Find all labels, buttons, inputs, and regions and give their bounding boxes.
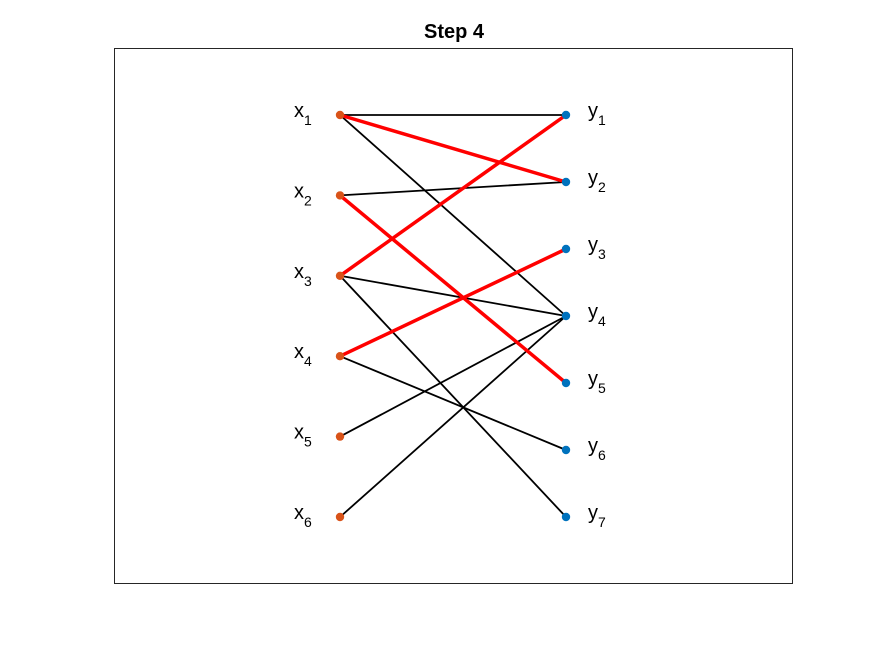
node-label-base: x bbox=[294, 180, 304, 202]
edge-x3-y7 bbox=[339, 274, 567, 518]
node-label-base: y bbox=[588, 368, 598, 390]
node-label-base: y bbox=[588, 167, 598, 189]
node-label-y1: y1 bbox=[588, 100, 606, 128]
node-label-subscript: 6 bbox=[304, 514, 312, 530]
matched-edge-x2-y5 bbox=[338, 193, 568, 385]
matched-edge-x1-y2 bbox=[338, 113, 568, 184]
matched-edge-x4-y3 bbox=[338, 247, 568, 358]
edge-x4-y6 bbox=[339, 355, 567, 451]
node-x5 bbox=[335, 432, 345, 441]
node-x2 bbox=[335, 191, 345, 200]
node-label-y4: y4 bbox=[588, 301, 606, 329]
node-label-subscript: 1 bbox=[304, 112, 312, 128]
node-label-subscript: 5 bbox=[304, 434, 312, 450]
figure-title: Step 4 bbox=[424, 21, 485, 43]
node-label-subscript: 1 bbox=[598, 112, 606, 128]
node-label-subscript: 6 bbox=[598, 447, 606, 463]
node-label-x4: x4 bbox=[294, 341, 312, 369]
node-x1 bbox=[335, 110, 345, 120]
edge-x5-y4 bbox=[339, 315, 567, 438]
node-label-subscript: 4 bbox=[304, 353, 312, 369]
node-label-base: y bbox=[588, 301, 598, 323]
node-label-subscript: 7 bbox=[598, 514, 606, 530]
node-label-x5: x5 bbox=[294, 422, 312, 450]
node-label-x6: x6 bbox=[294, 502, 312, 530]
node-label-subscript: 4 bbox=[598, 313, 606, 329]
node-label-subscript: 2 bbox=[304, 192, 312, 208]
axes-box bbox=[114, 48, 793, 584]
edge-x3-y4 bbox=[339, 274, 567, 317]
node-label-subscript: 2 bbox=[598, 179, 606, 195]
node-label-base: x bbox=[294, 502, 304, 524]
node-label-y3: y3 bbox=[588, 234, 606, 262]
node-label-base: x bbox=[294, 422, 304, 444]
node-y1 bbox=[561, 110, 571, 120]
node-label-subscript: 5 bbox=[598, 380, 606, 396]
edges-layer bbox=[338, 113, 568, 518]
node-label-base: y bbox=[588, 100, 598, 122]
node-label-base: y bbox=[588, 435, 598, 457]
node-label-subscript: 3 bbox=[304, 273, 312, 289]
node-label-base: y bbox=[588, 234, 598, 256]
node-label-y6: y6 bbox=[588, 435, 606, 463]
node-label-y7: y7 bbox=[588, 502, 606, 530]
node-y7 bbox=[561, 512, 571, 522]
node-y4 bbox=[561, 311, 571, 321]
matched-edge-x3-y1 bbox=[338, 113, 568, 278]
node-label-base: x bbox=[294, 341, 304, 363]
node-label-base: x bbox=[294, 100, 304, 122]
node-label-base: y bbox=[588, 502, 598, 524]
node-x3 bbox=[335, 271, 345, 280]
edge-x1-y4 bbox=[339, 114, 567, 317]
node-label-x2: x2 bbox=[294, 180, 312, 208]
node-label-y5: y5 bbox=[588, 368, 606, 396]
node-label-x3: x3 bbox=[294, 261, 312, 289]
node-y3 bbox=[561, 244, 571, 254]
nodes-layer bbox=[335, 110, 571, 522]
node-y2 bbox=[561, 177, 571, 187]
node-y6 bbox=[561, 445, 571, 455]
node-label-base: x bbox=[294, 261, 304, 283]
node-x4 bbox=[335, 352, 345, 361]
node-label-subscript: 3 bbox=[598, 246, 606, 262]
node-x6 bbox=[335, 512, 345, 522]
edge-x2-y2 bbox=[339, 181, 567, 197]
node-label-y2: y2 bbox=[588, 167, 606, 195]
node-y5 bbox=[561, 378, 571, 388]
node-label-x1: x1 bbox=[294, 100, 312, 128]
